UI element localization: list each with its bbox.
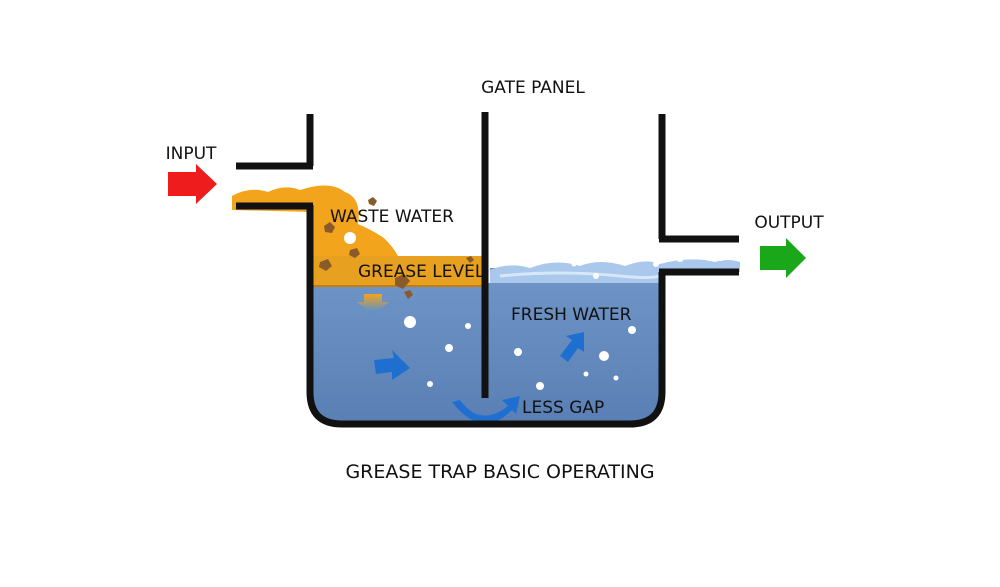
grease-band: [312, 256, 483, 286]
waste-water-label: WASTE WATER: [330, 207, 454, 227]
grease-particles: [319, 197, 474, 299]
input-label: INPUT: [166, 144, 217, 164]
fresh-water-label: FRESH WATER: [511, 305, 632, 325]
diagram-title: GREASE TRAP BASIC OPERATING: [345, 461, 654, 483]
bubbles: [344, 232, 724, 390]
input-arrow-icon: [168, 164, 217, 204]
tank-wall: [306, 205, 666, 428]
less-gap-label: LESS GAP: [522, 398, 604, 418]
curved-arrow-icon: [452, 396, 520, 424]
flow-arrow-icon: [374, 350, 410, 380]
flow-arrow-icon: [560, 332, 584, 362]
output-label: OUTPUT: [754, 213, 824, 233]
grease-level-label: GREASE LEVEL: [358, 262, 485, 282]
fresh-water-surface: [490, 259, 740, 283]
surface-highlight: [499, 271, 661, 279]
output-arrow-icon: [760, 238, 806, 278]
gate-panel-label: GATE PANEL: [481, 78, 585, 98]
grease-drop-icon: [357, 294, 389, 314]
